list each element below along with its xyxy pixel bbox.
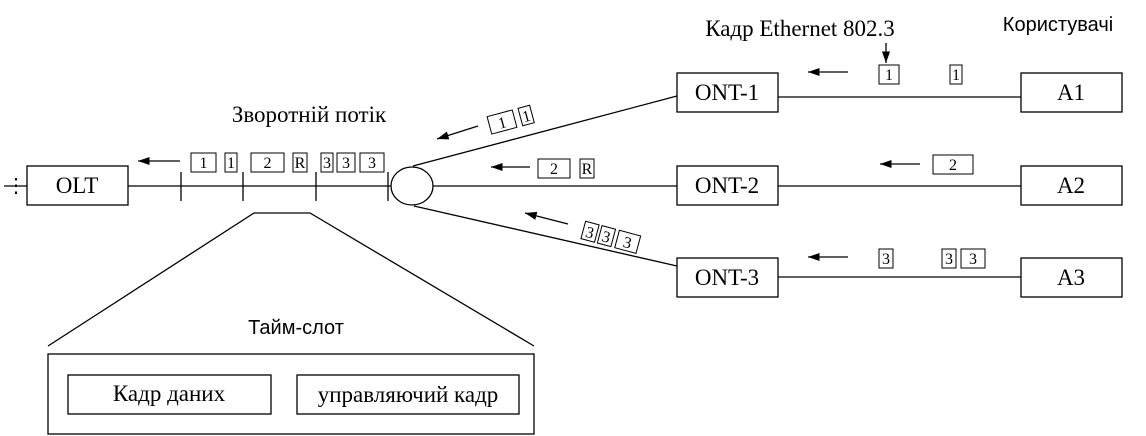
branch3-packet-3b xyxy=(596,225,617,248)
link3-packet-3c-label: 3 xyxy=(969,251,977,268)
data-frame-label: Кадр даних xyxy=(113,381,226,406)
user-a1-label: A1 xyxy=(1057,80,1085,105)
trunk-packet-r-label: R xyxy=(295,155,306,172)
splitter-circle xyxy=(390,166,434,206)
ont3-label: ONT-3 xyxy=(695,265,759,290)
branch3-packet-3c xyxy=(614,229,642,254)
olt-label: OLT xyxy=(56,173,99,198)
ont2-box xyxy=(676,165,779,206)
branch1-packet-1b xyxy=(517,104,535,127)
trunk-packet-1b-label: 1 xyxy=(227,155,235,172)
control-frame-label: управляючий кадр xyxy=(318,382,499,407)
trunk-packet-1a xyxy=(190,152,217,173)
trunk-packet-2 xyxy=(250,152,285,173)
trunk-packet-3a-label: 3 xyxy=(323,155,331,172)
link3-packet-3a-label: 3 xyxy=(882,251,890,268)
ont1-box xyxy=(676,72,779,113)
ont3-box xyxy=(676,257,779,298)
olt-box xyxy=(26,165,129,206)
link1-packet-1a-label: 1 xyxy=(885,67,893,84)
link3-packet-3b-label: 3 xyxy=(945,251,953,268)
branch3-packets: 3 3 3 xyxy=(580,220,642,254)
user-a3-label: A3 xyxy=(1057,265,1085,290)
link3-packet-3c xyxy=(960,248,986,269)
branch2-packets: 2 R xyxy=(537,158,595,179)
branch-fiber-3 xyxy=(413,205,678,267)
link2-packet-2 xyxy=(932,154,974,175)
branch2-packet-2-label: 2 xyxy=(550,161,558,178)
link1-packet-1b xyxy=(949,64,963,85)
trunk-packet-3b-label: 3 xyxy=(342,155,350,172)
trunk-packet-3c-label: 3 xyxy=(368,155,376,172)
branch2-packet-r-label: R xyxy=(582,161,593,178)
frame-title: Кадр Ethernet 802.3 xyxy=(705,16,895,41)
trunk-packet-3c xyxy=(359,152,385,173)
branch2-packet-2 xyxy=(537,158,571,179)
link3-packet-3a xyxy=(878,248,894,269)
branch1-packet-1a xyxy=(486,109,518,135)
link1-packet-1a xyxy=(878,64,900,85)
timeslot-label: Тайм-слот xyxy=(248,317,344,339)
data-frame-box xyxy=(67,374,272,415)
trunk-packet-3b xyxy=(336,152,356,173)
branch1-packets: 1 1 xyxy=(486,104,535,135)
timeslot-zoom-outline xyxy=(47,212,535,347)
users-label: Користувачі xyxy=(1003,14,1113,36)
trunk-packet-3a xyxy=(320,152,334,173)
trunk-packets: 1 1 2 R 3 3 3 xyxy=(190,152,385,173)
user-a2-box xyxy=(1020,165,1123,206)
trunk-packet-r xyxy=(292,152,308,173)
trunk-packet-1a-label: 1 xyxy=(200,155,208,172)
link2-packet-2-label: 2 xyxy=(949,157,957,174)
upstream-label: Зворотній потік xyxy=(232,102,387,127)
user-a2-label: A2 xyxy=(1057,173,1085,198)
branch3-packet-3a xyxy=(580,220,600,243)
branch-fiber-1 xyxy=(412,95,678,167)
ont1-label: ONT-1 xyxy=(695,80,759,105)
branch3-arrow xyxy=(524,211,569,225)
branch2-packet-r xyxy=(579,158,595,179)
link3-packet-3b xyxy=(941,248,957,269)
control-frame-box xyxy=(296,374,520,415)
branch1-arrow xyxy=(436,125,479,140)
trunk-packet-1b xyxy=(224,152,238,173)
user-a3-box xyxy=(1020,257,1123,298)
ont2-label: ONT-2 xyxy=(695,173,759,198)
link1-packet-1b-label: 1 xyxy=(952,67,960,84)
user-a1-box xyxy=(1020,72,1123,113)
trunk-packet-2-label: 2 xyxy=(264,155,272,172)
